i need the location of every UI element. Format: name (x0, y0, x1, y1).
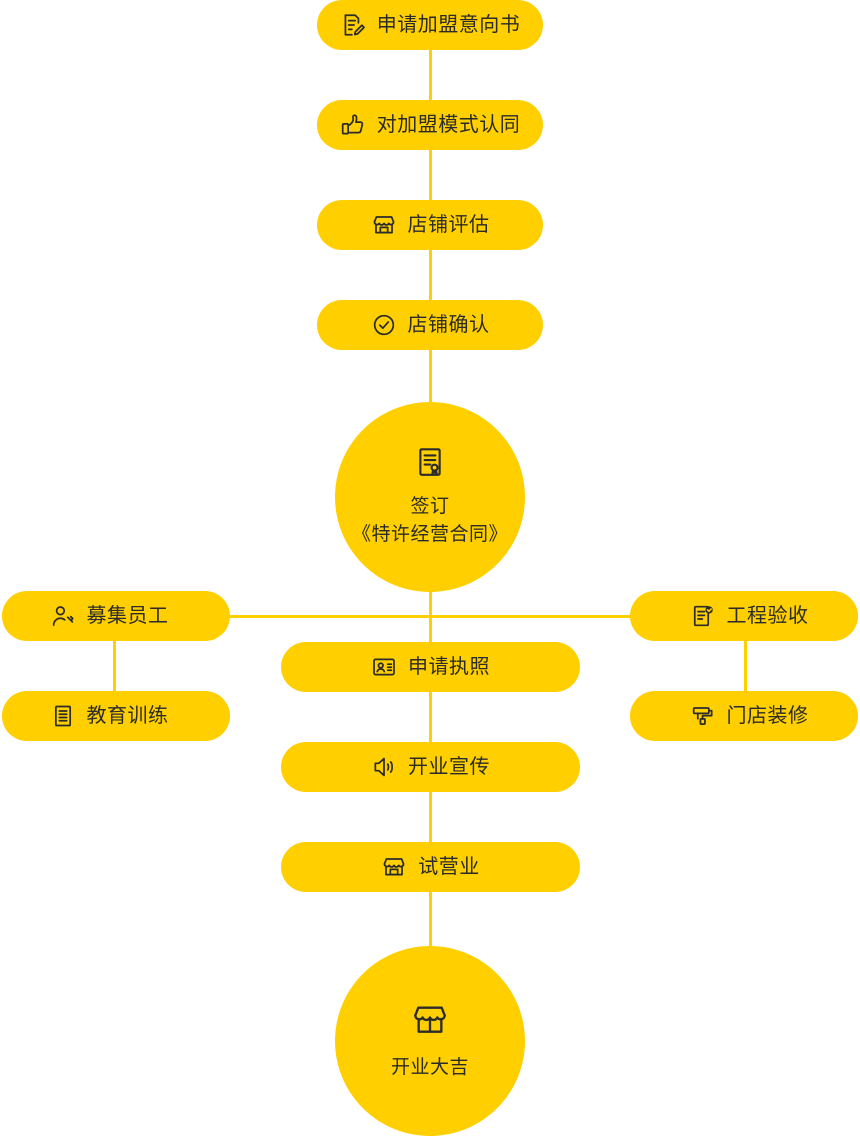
node-label: 门店装修 (726, 705, 809, 727)
node-label-line2: 《特许经营合同》 (351, 524, 508, 545)
thumbs-up-icon (340, 112, 366, 138)
node-grand-opening[interactable]: 开业大吉 (335, 946, 525, 1136)
node-opening-promotion[interactable]: 开业宣传 (281, 742, 580, 792)
node-label: 申请加盟意向书 (376, 14, 521, 36)
node-label: 教育训练 (86, 705, 169, 727)
connector-l1-l2 (113, 641, 116, 691)
speaker-icon (371, 754, 397, 780)
connector-n3-n4 (429, 250, 432, 300)
node-store-assessment[interactable]: 店铺评估 (317, 200, 543, 250)
node-trial-operation[interactable]: 试营业 (281, 842, 580, 892)
connector-r1-r2 (744, 641, 747, 691)
node-label: 开业宣传 (408, 756, 490, 778)
node-label-group: 签订 《特许经营合同》 (352, 493, 508, 550)
storefront-icon (381, 854, 407, 880)
node-apply-license[interactable]: 申请执照 (281, 642, 580, 692)
connector-n2-n3 (429, 150, 432, 200)
node-label: 开业大吉 (390, 1056, 469, 1078)
node-label: 试营业 (418, 856, 480, 878)
paint-roller-icon (690, 703, 716, 729)
node-label: 对加盟模式认同 (376, 114, 521, 136)
document-edit-icon (340, 12, 366, 38)
node-label: 申请执照 (408, 656, 490, 678)
connector-n1-n2 (429, 50, 432, 100)
connector-n7-n8 (429, 792, 432, 842)
connector-n4-n5 (429, 350, 432, 402)
book-list-icon (50, 703, 76, 729)
person-recruit-icon (50, 603, 76, 629)
node-label: 募集员工 (86, 605, 169, 627)
connector-left-rail (229, 615, 431, 618)
node-construction-acceptance[interactable]: 工程验收 (630, 591, 858, 641)
node-store-decoration[interactable]: 门店装修 (630, 691, 858, 741)
storefront-icon (371, 212, 397, 238)
certificate-icon (413, 445, 447, 479)
connector-n8-n9 (429, 892, 432, 948)
node-apply-franchise-intent[interactable]: 申请加盟意向书 (317, 0, 543, 50)
connector-n6-n7 (429, 692, 432, 742)
connector-right-rail (429, 615, 632, 618)
storefront-icon (410, 1000, 450, 1040)
node-label-group: 开业大吉 (391, 1054, 469, 1083)
document-approved-icon (690, 603, 716, 629)
node-agree-franchise-model[interactable]: 对加盟模式认同 (317, 100, 543, 150)
node-label: 店铺确认 (407, 314, 490, 336)
node-education-training[interactable]: 教育训练 (2, 691, 230, 741)
node-label: 工程验收 (726, 605, 809, 627)
node-label-line1: 签订 (410, 495, 450, 517)
node-label: 店铺评估 (407, 214, 490, 236)
node-store-confirmation[interactable]: 店铺确认 (317, 300, 543, 350)
node-sign-franchise-contract[interactable]: 签订 《特许经营合同》 (335, 402, 525, 592)
id-card-icon (371, 654, 397, 680)
check-circle-icon (371, 312, 397, 338)
node-recruit-staff[interactable]: 募集员工 (2, 591, 230, 641)
